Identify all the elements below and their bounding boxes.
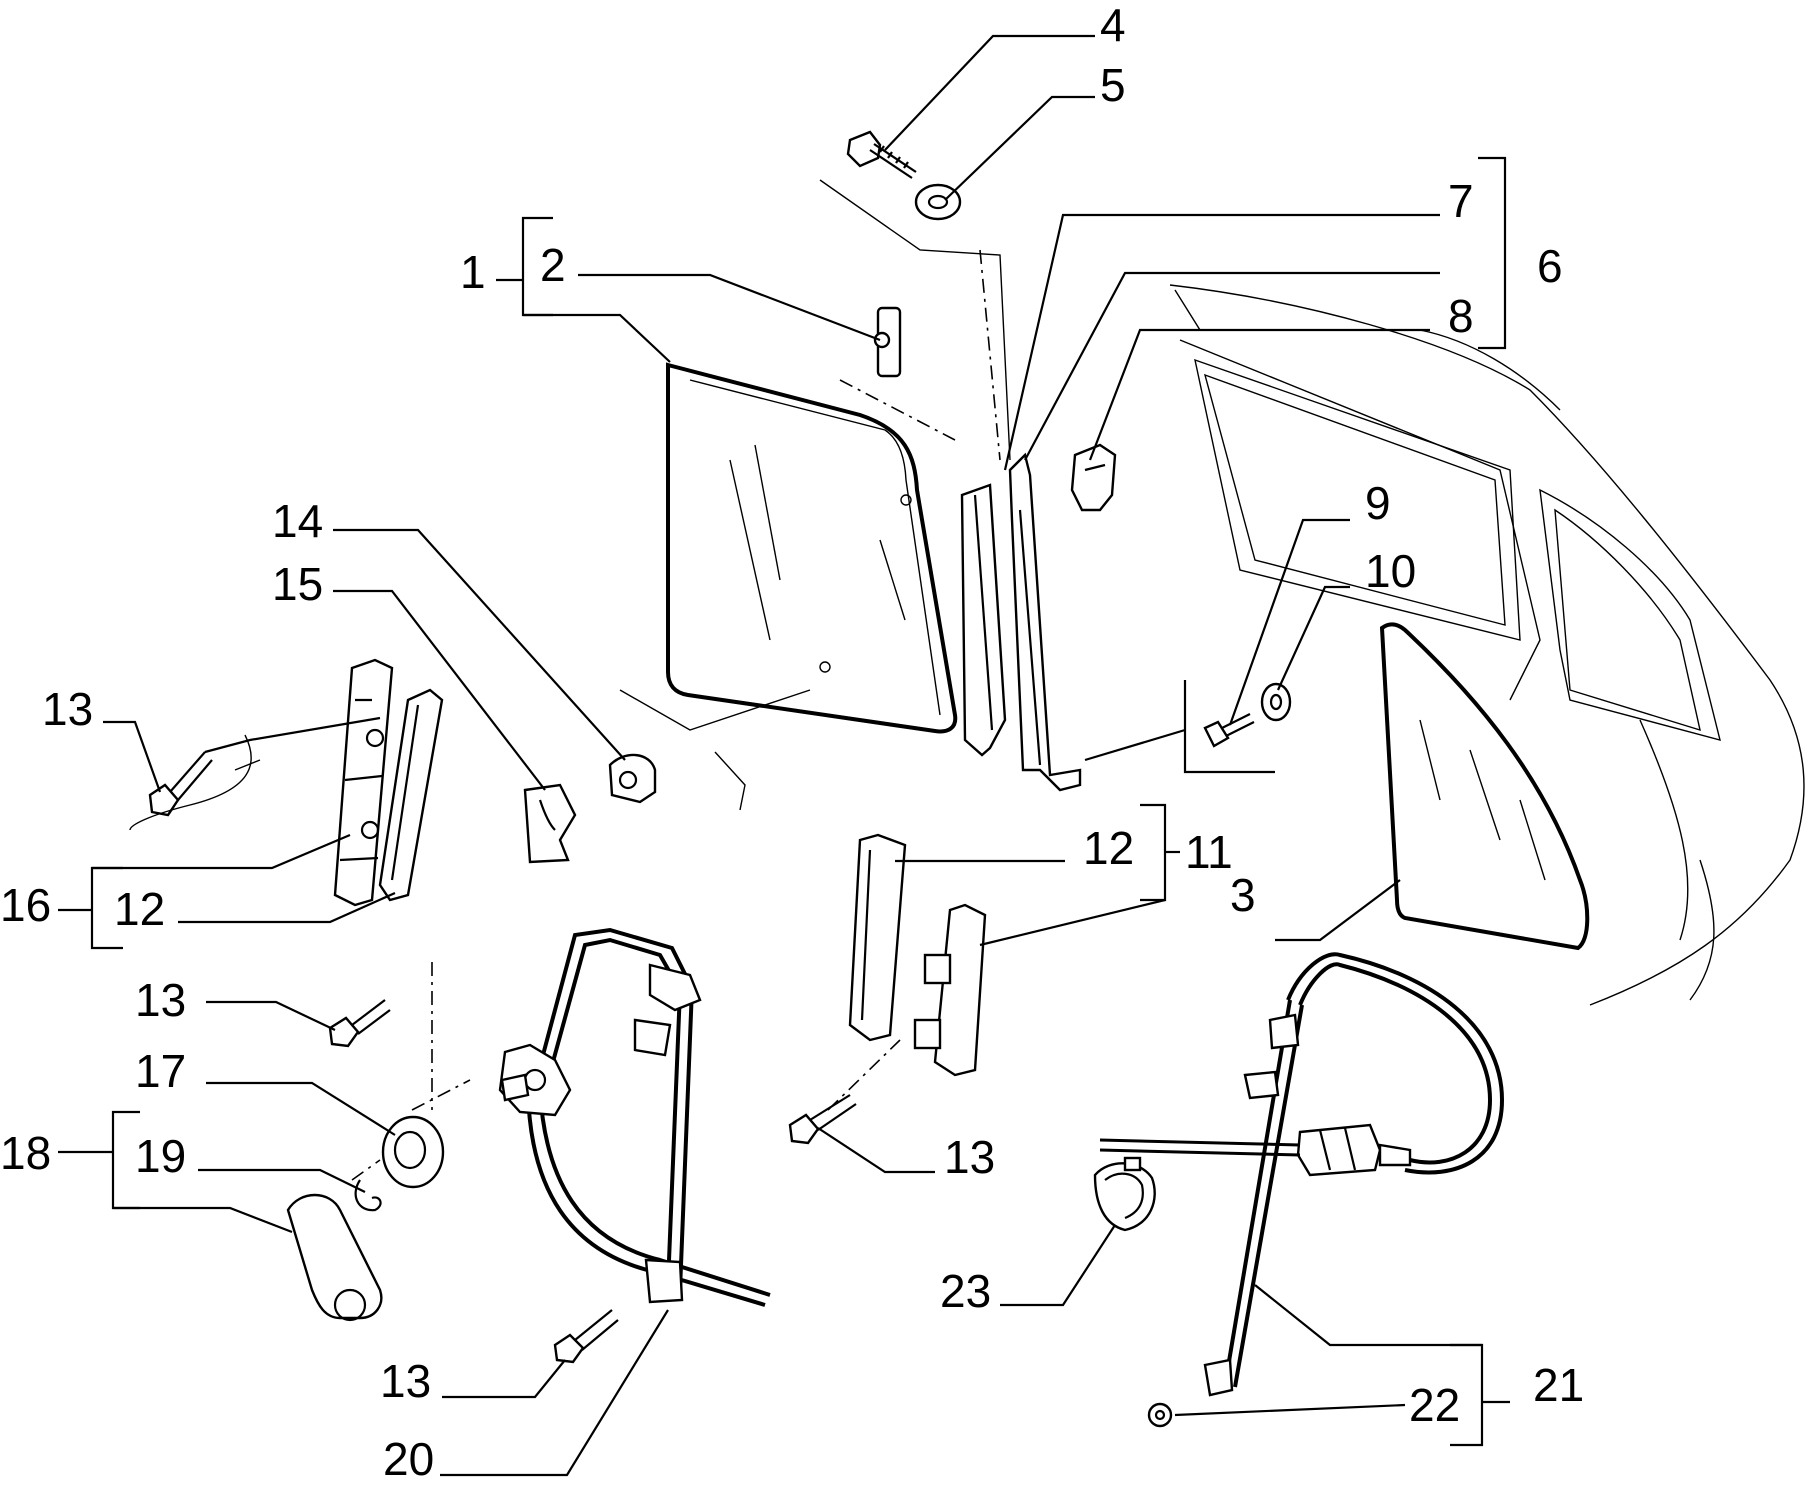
glass-clip (873, 306, 902, 378)
callout-12-left: 12 (114, 883, 166, 935)
bolt-13-mid (328, 999, 391, 1048)
washer (914, 183, 962, 221)
callout-2: 2 (540, 239, 566, 291)
callout-13-top: 13 (42, 683, 94, 735)
quarter-glass (1379, 622, 1590, 951)
callout-23: 23 (940, 1265, 992, 1317)
handle-clip (354, 1179, 382, 1212)
bolt-13-top (148, 751, 213, 817)
callout-12-right: 12 (1083, 822, 1135, 874)
callout-13-mid: 13 (135, 974, 187, 1026)
callout-18: 18 (0, 1127, 52, 1179)
callout-7: 7 (1448, 175, 1474, 227)
callout-8: 8 (1448, 290, 1474, 342)
callout-14: 14 (272, 495, 324, 547)
callout-5: 5 (1100, 59, 1126, 111)
front-guide-rail (333, 658, 394, 907)
callout-6: 6 (1537, 240, 1563, 292)
leader-lines (58, 34, 1510, 1477)
callout-3: 3 (1230, 869, 1256, 921)
callout-15: 15 (272, 558, 324, 610)
callout-21: 21 (1533, 1359, 1585, 1411)
callout-22: 22 (1409, 1379, 1461, 1431)
callout-10: 10 (1365, 545, 1417, 597)
callout-13-bottom: 13 (380, 1355, 432, 1407)
door-panel-fragments (129, 179, 1011, 831)
assembly-axes (351, 249, 1001, 1181)
channel-clip (1070, 443, 1117, 512)
door-glass (666, 362, 958, 734)
pulley-bush (608, 753, 657, 804)
glass-lifter-clip (523, 783, 577, 864)
rear-guide-channel (848, 833, 907, 1042)
electric-window-regulator (1099, 952, 1505, 1428)
bolt-13-bottom (553, 1309, 619, 1364)
front-guide-channel (378, 688, 444, 902)
hose-clamp (1093, 1156, 1156, 1232)
callout-20: 20 (383, 1433, 435, 1485)
bolt-13-center (788, 1094, 857, 1145)
callout-9: 9 (1365, 477, 1391, 529)
callout-11: 11 (1185, 826, 1233, 878)
callout-19: 19 (135, 1130, 187, 1182)
bolt (846, 130, 917, 179)
callout-16: 16 (0, 879, 52, 931)
callout-4: 4 (1100, 0, 1126, 51)
glass-run-channel (960, 483, 1007, 757)
callout-13-center: 13 (944, 1131, 996, 1183)
rear-guide-rail (913, 903, 987, 1077)
screw (1203, 713, 1255, 748)
manual-window-regulator (498, 927, 771, 1307)
washer-small (1260, 682, 1292, 722)
glass-guide-channel (1008, 452, 1082, 792)
winder-bush (381, 1115, 445, 1189)
window-winder-handle (286, 1193, 383, 1322)
callout-17: 17 (135, 1045, 187, 1097)
callout-1: 1 (460, 246, 486, 298)
